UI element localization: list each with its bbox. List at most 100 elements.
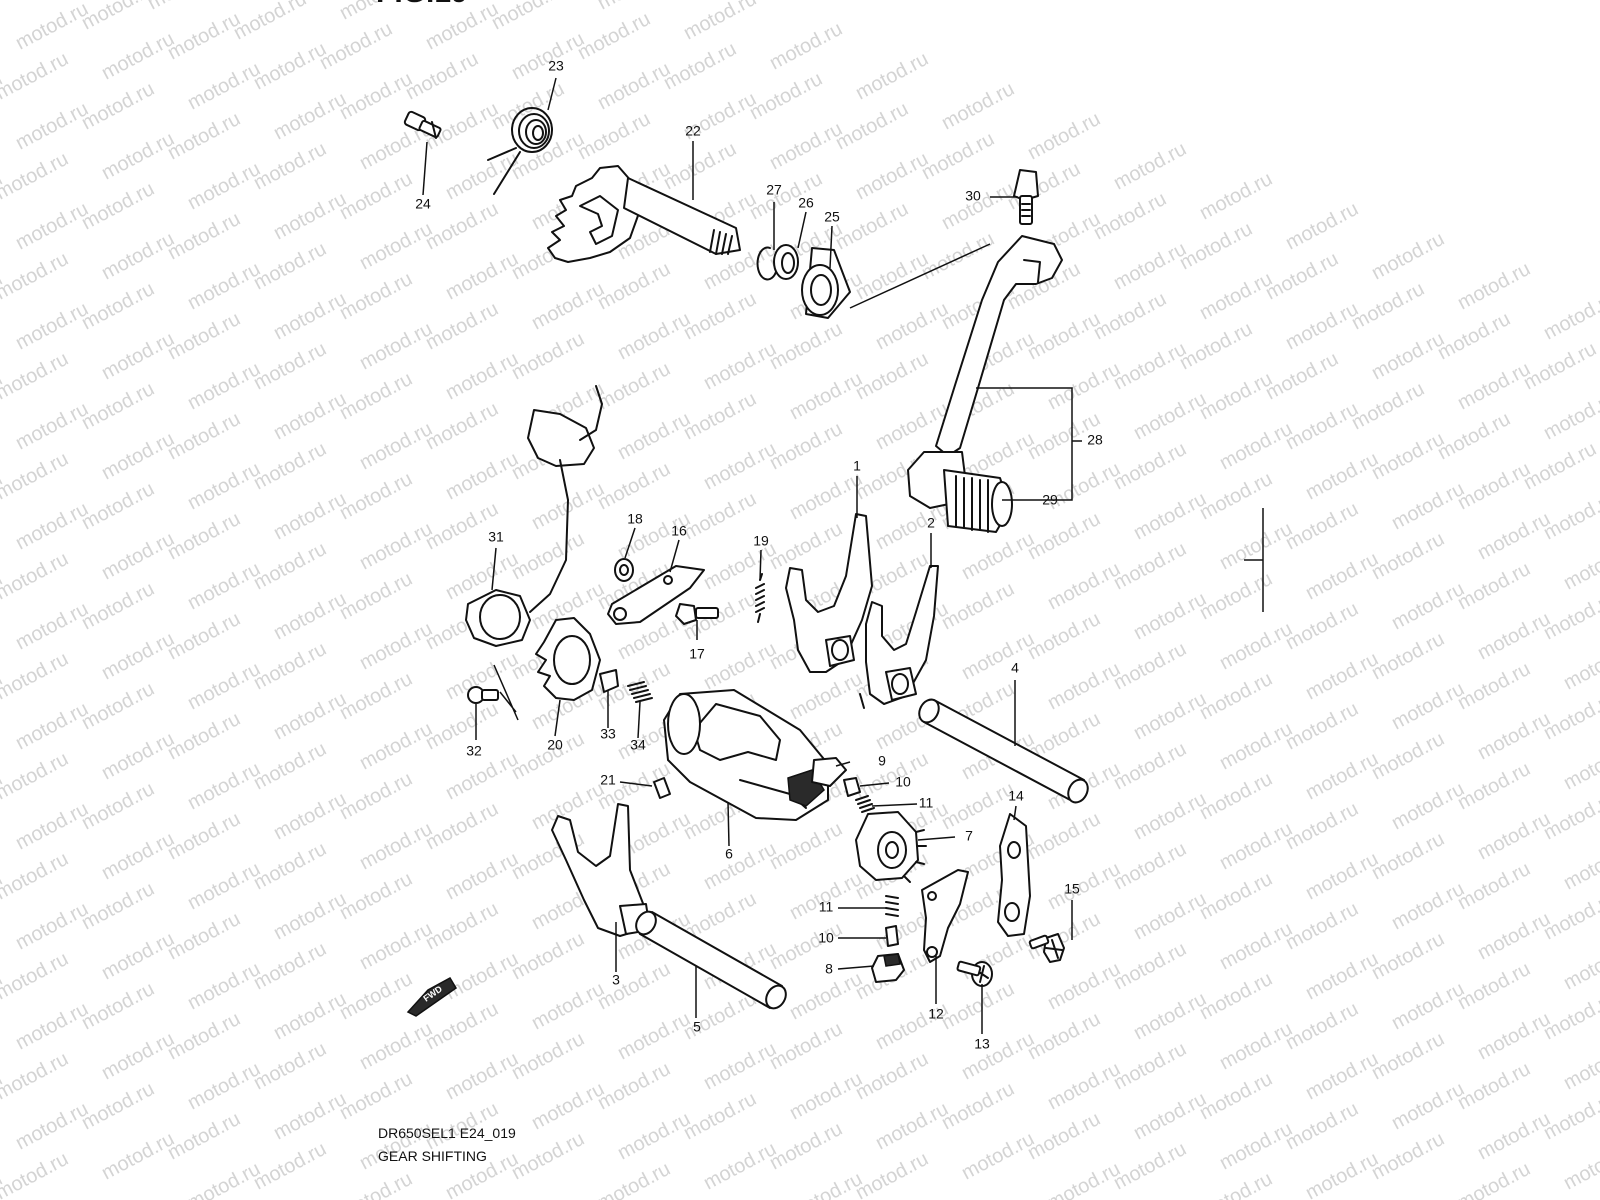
callout-23[interactable]: 23 xyxy=(548,58,564,74)
callout-26[interactable]: 26 xyxy=(798,195,814,211)
callout-29[interactable]: 29 xyxy=(1042,492,1058,508)
part-5-fork-shaft[interactable] xyxy=(632,908,790,1012)
callout-7[interactable]: 7 xyxy=(965,828,973,844)
part-11-spring-lower[interactable] xyxy=(885,895,899,917)
part-32-screw[interactable] xyxy=(467,664,519,721)
callout-10-lower[interactable]: 10 xyxy=(818,930,834,946)
callout-16[interactable]: 16 xyxy=(671,523,687,539)
part-29-lever-rubber[interactable] xyxy=(943,469,1013,533)
part-27-circlip[interactable] xyxy=(756,246,777,281)
callout-13[interactable]: 13 xyxy=(974,1036,990,1052)
watermark-text: motod.ru xyxy=(594,1058,674,1114)
callout-30[interactable]: 30 xyxy=(965,188,981,204)
watermark-text: motod.ru xyxy=(442,148,522,204)
callout-18[interactable]: 18 xyxy=(627,511,643,527)
part-6-shift-drum[interactable] xyxy=(663,689,829,821)
watermark-text: motod.ru xyxy=(1302,948,1382,1004)
watermark-text: motod.ru xyxy=(0,0,72,4)
callout-17[interactable]: 17 xyxy=(689,646,705,662)
part-4-fork-shaft[interactable] xyxy=(915,696,1091,806)
callout-11-upper[interactable]: 11 xyxy=(919,795,934,811)
callout-6[interactable]: 6 xyxy=(725,846,733,862)
part-17-bolt[interactable] xyxy=(675,603,719,625)
part-22-gearshift-shaft[interactable] xyxy=(547,165,741,263)
part-12-cam-stopper[interactable] xyxy=(921,869,969,963)
watermark-text: motod.ru xyxy=(1196,368,1276,424)
part-7-cam-driven-gear[interactable] xyxy=(855,811,927,883)
part-30-bolt[interactable] xyxy=(1013,169,1039,225)
part-19-spring[interactable] xyxy=(755,573,765,623)
watermark-text: motod.ru xyxy=(1196,268,1276,324)
part-31-gear-position-switch[interactable] xyxy=(465,385,603,647)
callout-14[interactable]: 14 xyxy=(1008,788,1024,804)
part-10-pin-lower[interactable] xyxy=(885,925,899,947)
part-18-washer[interactable] xyxy=(614,558,634,582)
callout-32[interactable]: 32 xyxy=(466,743,482,759)
callout-28[interactable]: 28 xyxy=(1087,432,1103,448)
part-1-shift-fork[interactable] xyxy=(785,513,873,673)
watermark-text: motod.ru xyxy=(78,978,158,1034)
watermark-text: motod.ru xyxy=(1196,568,1276,624)
watermark-text: motod.ru xyxy=(700,838,780,894)
watermark-text: motod.ru xyxy=(0,948,72,1004)
watermark-text: motod.ru xyxy=(164,108,244,164)
part-2-shift-fork[interactable] xyxy=(859,565,939,709)
watermark-text: motod.ru xyxy=(12,598,92,654)
watermark-text: motod.ru xyxy=(1196,768,1276,824)
watermark-text: motod.ru xyxy=(1454,1158,1534,1200)
watermark-text: motod.ru xyxy=(746,168,826,224)
part-23-spring[interactable] xyxy=(487,107,553,195)
watermark-text: motod.ru xyxy=(356,318,436,374)
callout-8[interactable]: 8 xyxy=(825,961,833,977)
watermark-text: motod.ru xyxy=(422,198,502,254)
watermark-text: motod.ru xyxy=(0,748,72,804)
callout-2[interactable]: 2 xyxy=(927,515,935,531)
part-34-spring[interactable] xyxy=(627,681,653,703)
watermark-text: motod.ru xyxy=(1302,748,1382,804)
watermark-text: motod.ru xyxy=(12,98,92,154)
watermark-text: motod.ru xyxy=(766,818,846,874)
watermark-text: motod.ru xyxy=(164,508,244,564)
callout-33[interactable]: 33 xyxy=(600,726,616,742)
callout-34[interactable]: 34 xyxy=(630,737,646,753)
callout-4[interactable]: 4 xyxy=(1011,660,1019,676)
callout-12[interactable]: 12 xyxy=(928,1006,944,1022)
part-10-pin-upper[interactable] xyxy=(843,777,861,797)
callout-31[interactable]: 31 xyxy=(488,529,504,545)
part-33-pin[interactable] xyxy=(599,669,619,693)
callout-5[interactable]: 5 xyxy=(693,1019,701,1035)
part-13-screw[interactable] xyxy=(956,960,993,987)
part-11-spring-upper[interactable] xyxy=(855,795,875,813)
watermark-text: motod.ru xyxy=(700,1138,780,1194)
callout-15[interactable]: 15 xyxy=(1064,881,1080,897)
part-14-shift-arm-plate[interactable] xyxy=(997,813,1031,937)
callout-21[interactable]: 21 xyxy=(600,772,616,788)
callout-25[interactable]: 25 xyxy=(824,209,840,225)
part-20-cam-plate[interactable] xyxy=(535,617,601,701)
watermark-text: motod.ru xyxy=(230,0,310,44)
callout-1[interactable]: 1 xyxy=(853,458,861,474)
callout-10-upper[interactable]: 10 xyxy=(895,774,911,790)
callout-20[interactable]: 20 xyxy=(547,737,563,753)
callout-9[interactable]: 9 xyxy=(878,753,886,769)
watermark-text: motod.ru xyxy=(0,348,72,404)
watermark-text: motod.ru xyxy=(1434,408,1514,464)
callout-22[interactable]: 22 xyxy=(685,123,701,139)
callout-11-lower[interactable]: 11 xyxy=(819,899,834,915)
callout-19[interactable]: 19 xyxy=(753,533,769,549)
part-21-pin[interactable] xyxy=(653,777,671,799)
part-15-screw[interactable] xyxy=(1028,933,1065,963)
watermark-text: motod.ru xyxy=(250,1038,330,1094)
part-16-cam-stopper-plate[interactable] xyxy=(607,565,705,625)
callout-24[interactable]: 24 xyxy=(415,196,431,212)
callout-27[interactable]: 27 xyxy=(766,182,782,198)
part-8-pawl[interactable] xyxy=(871,953,905,983)
part-26-washer[interactable] xyxy=(773,244,799,280)
section-title: GEAR SHIFTING xyxy=(378,1148,487,1164)
watermark-text: motod.ru xyxy=(1282,198,1362,254)
part-25-oil-seal[interactable] xyxy=(801,247,851,319)
part-24-pin[interactable] xyxy=(403,110,442,139)
watermark-text: motod.ru xyxy=(98,128,178,184)
callout-3[interactable]: 3 xyxy=(612,972,620,988)
